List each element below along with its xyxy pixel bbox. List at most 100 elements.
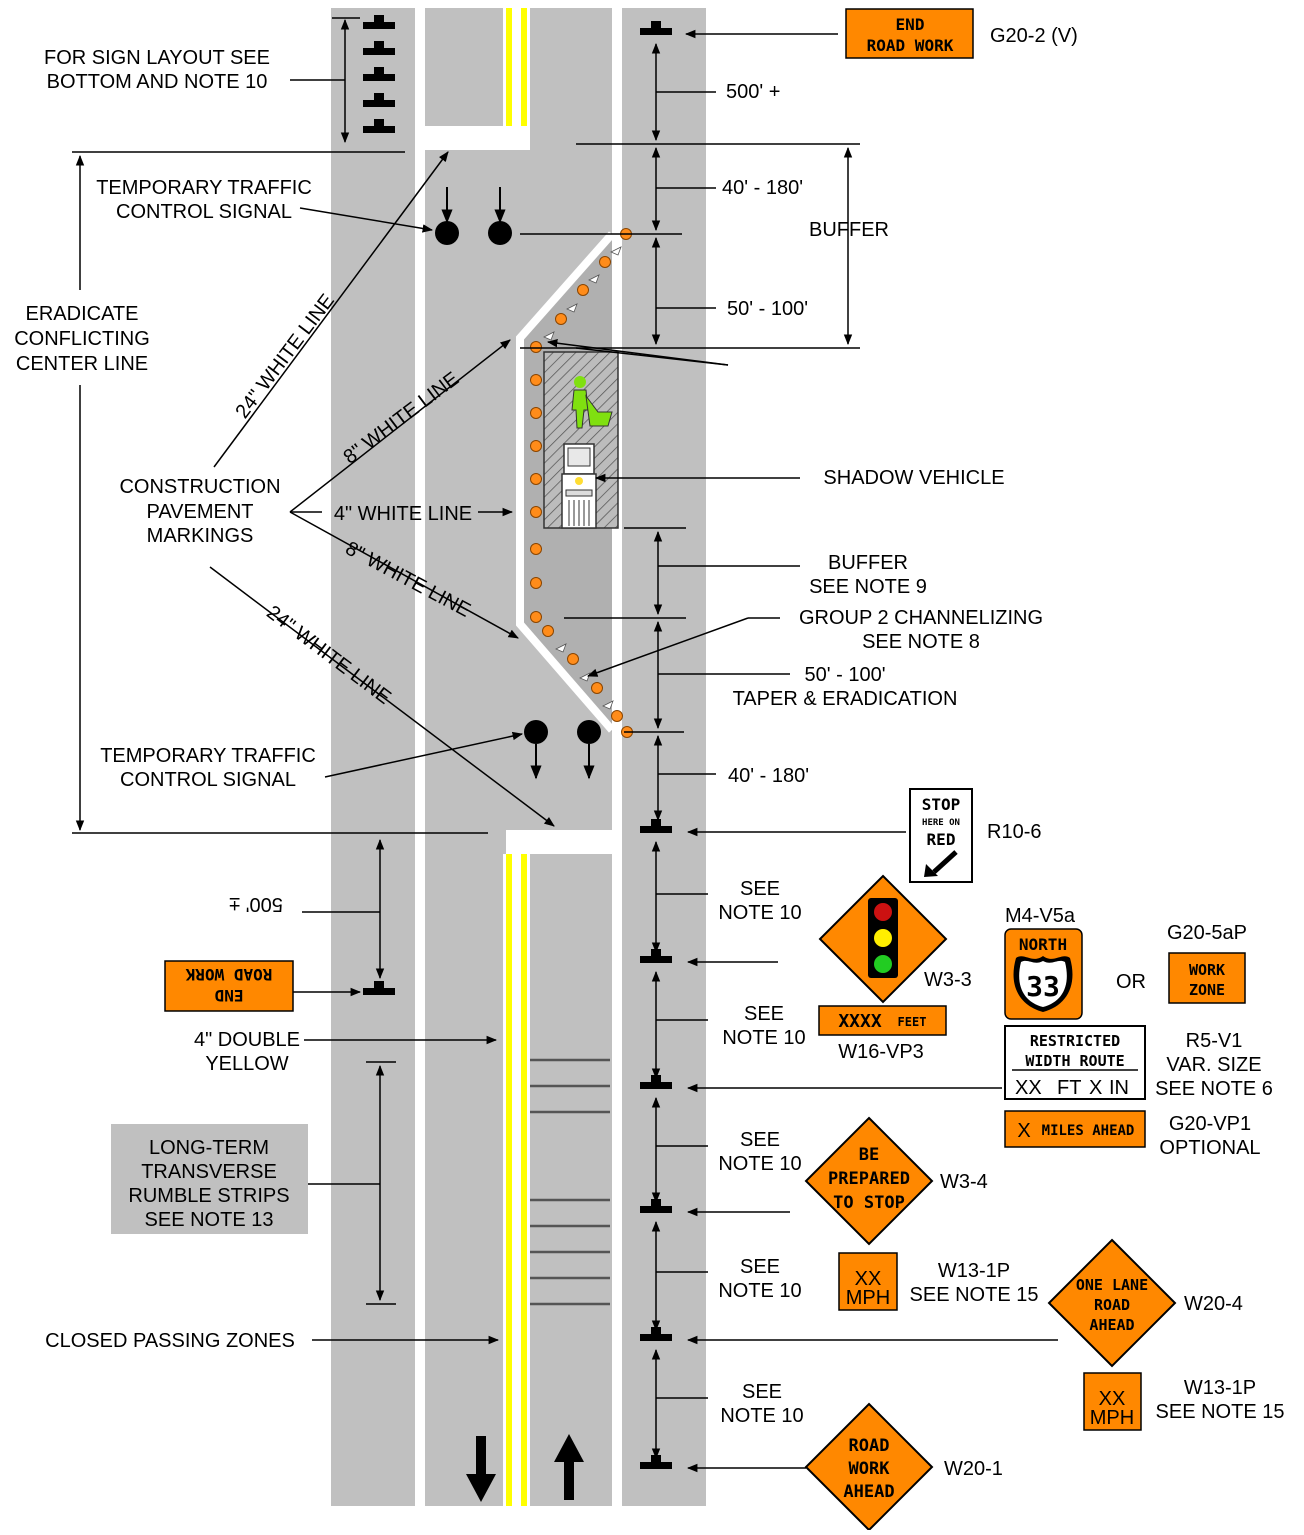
sign-text: ZONE [1189,981,1225,999]
sign-post-icon [363,15,395,29]
sign-text: WORK [849,1459,891,1479]
worker-icon [571,376,613,429]
signal-ahead-sign [818,874,948,1004]
work-area [543,351,619,529]
rumble-strips-label: LONG-TERM [149,1137,269,1159]
sign-code: R5-V1 [1186,1030,1243,1052]
sign-code: W3-3 [924,969,972,991]
sign-code: W20-4 [1184,1293,1243,1315]
drum-icon [591,682,603,694]
end-road-work-sign-mirrored: END ROAD WORK [164,960,294,1012]
drum-icon [530,506,542,518]
down-arrow-icon [466,1436,496,1502]
sign-text: XX [855,1268,882,1290]
signal-head-icon [435,187,459,245]
triangle-marker-icon [610,246,622,256]
sign-text: STOP [922,795,961,814]
sign-text: 33 [1026,970,1060,1003]
stop-bar-bottom [506,830,612,854]
sign-text: X [1089,1077,1102,1099]
see-note-label: SEE [742,1381,782,1403]
sign-code: W16-VP3 [838,1041,924,1063]
drum-icon [530,543,542,555]
sign-text: MPH [1090,1407,1134,1429]
stop-bar-top [425,126,530,150]
channelizing-line [516,231,616,733]
see-note-label: SEE [740,878,780,900]
sign-code: G20-5aP [1167,922,1247,944]
triangle-marker-icon [602,700,614,710]
miles-ahead-plaque: X MILES AHEAD [1004,1110,1146,1148]
sign-text: ROAD [1094,1296,1130,1314]
ttcs-label: TEMPORARY TRAFFIC [96,177,312,199]
ttcs-label: TEMPORARY TRAFFIC [100,745,316,767]
route-marker-sign: NORTH 33 [1004,928,1083,1020]
shadow-vehicle-label: SHADOW VEHICLE [823,467,1004,489]
triangle-marker-icon [566,303,578,313]
right-shoulder [622,8,706,1506]
signal-head-icon [524,720,548,780]
signal-head-icon [577,720,601,780]
arrow-down-left-icon [924,850,958,877]
channelizing-devices [530,228,633,738]
sign-code: W13-1P [938,1260,1010,1282]
construction-markings-label: MARKINGS [147,525,254,547]
temporary-signals [435,187,601,780]
drum-icon [567,653,579,665]
eradicate-label: CENTER LINE [16,353,148,375]
sign-code: OPTIONAL [1159,1137,1260,1159]
up-arrow-icon [554,1434,584,1500]
signs: END ROAD WORK END ROAD WORK STOP HERE ON… [164,8,1246,1532]
line-4-label: 4" WHITE LINE [334,503,472,525]
sign-text: PREPARED [828,1169,910,1189]
dimension-label: 50' - 100' [727,298,808,320]
see-note-label: NOTE 10 [718,1280,801,1302]
sign-text: WIDTH ROUTE [1025,1052,1124,1070]
sign-post-icon [363,119,395,133]
channelizing-label: GROUP 2 CHANNELIZING [799,607,1043,629]
sign-post-icon [640,21,672,35]
sign-code: G20-VP1 [1169,1113,1251,1135]
sign-code: R10-6 [987,821,1041,843]
sign-text: ROAD [849,1436,890,1456]
sign-post-icon [640,819,672,833]
dimension-label: 40' - 180' [728,765,809,787]
sign-text: ONE LANE [1076,1276,1148,1294]
drum-icon [542,625,554,637]
signal-head-icon [488,187,512,245]
drum-icon [530,611,542,623]
see-note-label: NOTE 10 [720,1405,803,1427]
drum-icon [555,313,567,325]
drum-icon [530,407,542,419]
drum-icon [530,440,542,452]
mirrored-distance-label: 500' ± [229,893,283,915]
drum-icon [530,374,542,386]
sign-text: RESTRICTED [1030,1032,1120,1050]
drum-icon [611,710,623,722]
sign-code: SEE NOTE 6 [1155,1078,1273,1100]
triangle-marker-icon [588,274,600,284]
work-zone-plaque: WORK ZONE [1168,952,1246,1004]
line-24-label: 24" WHITE LINE [231,290,338,423]
double-yellow-label: YELLOW [205,1053,288,1075]
restricted-width-sign: RESTRICTED WIDTH ROUTE XX FT X IN [1004,1025,1146,1100]
roadway [331,8,706,1506]
end-road-work-sign: END ROAD WORK [845,8,974,59]
sign-code: SEE NOTE 15 [1156,1401,1285,1423]
double-yellow-top [506,8,512,126]
see-note-label: SEE [744,1003,784,1025]
or-label: OR [1116,971,1146,993]
sign-text: X [1017,1120,1030,1142]
direction-arrows [466,1434,584,1502]
sign-layout-note: FOR SIGN LAYOUT SEE [44,47,270,69]
sign-text: IN [1109,1077,1129,1099]
channelizing-label: SEE NOTE 8 [862,631,980,653]
taper-label: 50' - 100' [804,664,885,686]
double-yellow-label: 4" DOUBLE [194,1029,300,1051]
sign-text: END [896,15,925,34]
taper-label: TAPER & ERADICATION [733,688,958,710]
buffer-note-label: BUFFER [828,552,908,574]
sign-text: HERE ON [922,818,960,828]
